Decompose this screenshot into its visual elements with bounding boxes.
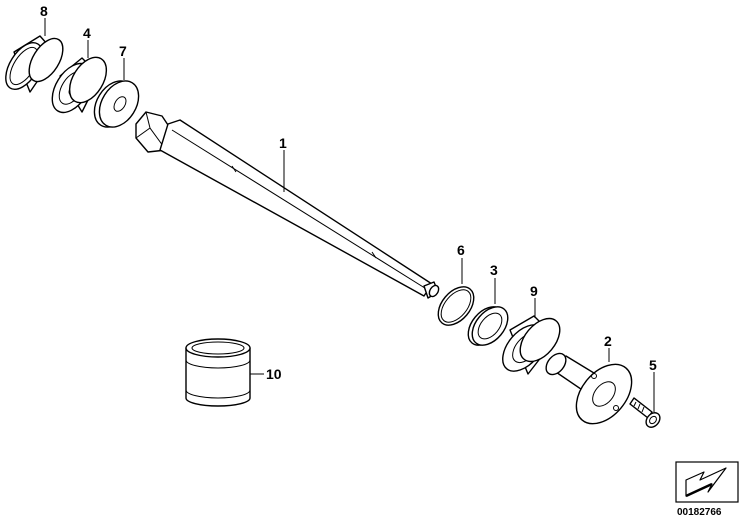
part-5-bolt	[629, 397, 661, 428]
callout-4: 4	[83, 25, 91, 41]
part-10-bushing	[185, 338, 251, 407]
part-3-seal	[467, 306, 509, 346]
callout-6: 6	[457, 242, 465, 258]
arrow-direction-icon	[685, 467, 727, 498]
part-9-bearing	[502, 315, 561, 375]
callout-1: 1	[279, 135, 287, 151]
callout-10: 10	[266, 366, 282, 382]
part-1-axle	[135, 111, 440, 299]
callout-3: 3	[490, 262, 498, 278]
callout-5: 5	[649, 357, 657, 373]
part-2-flange	[545, 352, 633, 425]
part-4-bearing	[51, 56, 108, 114]
callout-9: 9	[530, 283, 538, 299]
part-8-sleeve	[5, 35, 64, 93]
reference-number: 00182766	[677, 507, 722, 518]
callout-2: 2	[604, 333, 612, 349]
part-7-washer	[93, 80, 140, 128]
callout-7: 7	[119, 43, 127, 59]
part-6-o-ring	[437, 286, 475, 326]
callout-8: 8	[40, 3, 48, 19]
reference-box: 00182766	[675, 461, 739, 518]
